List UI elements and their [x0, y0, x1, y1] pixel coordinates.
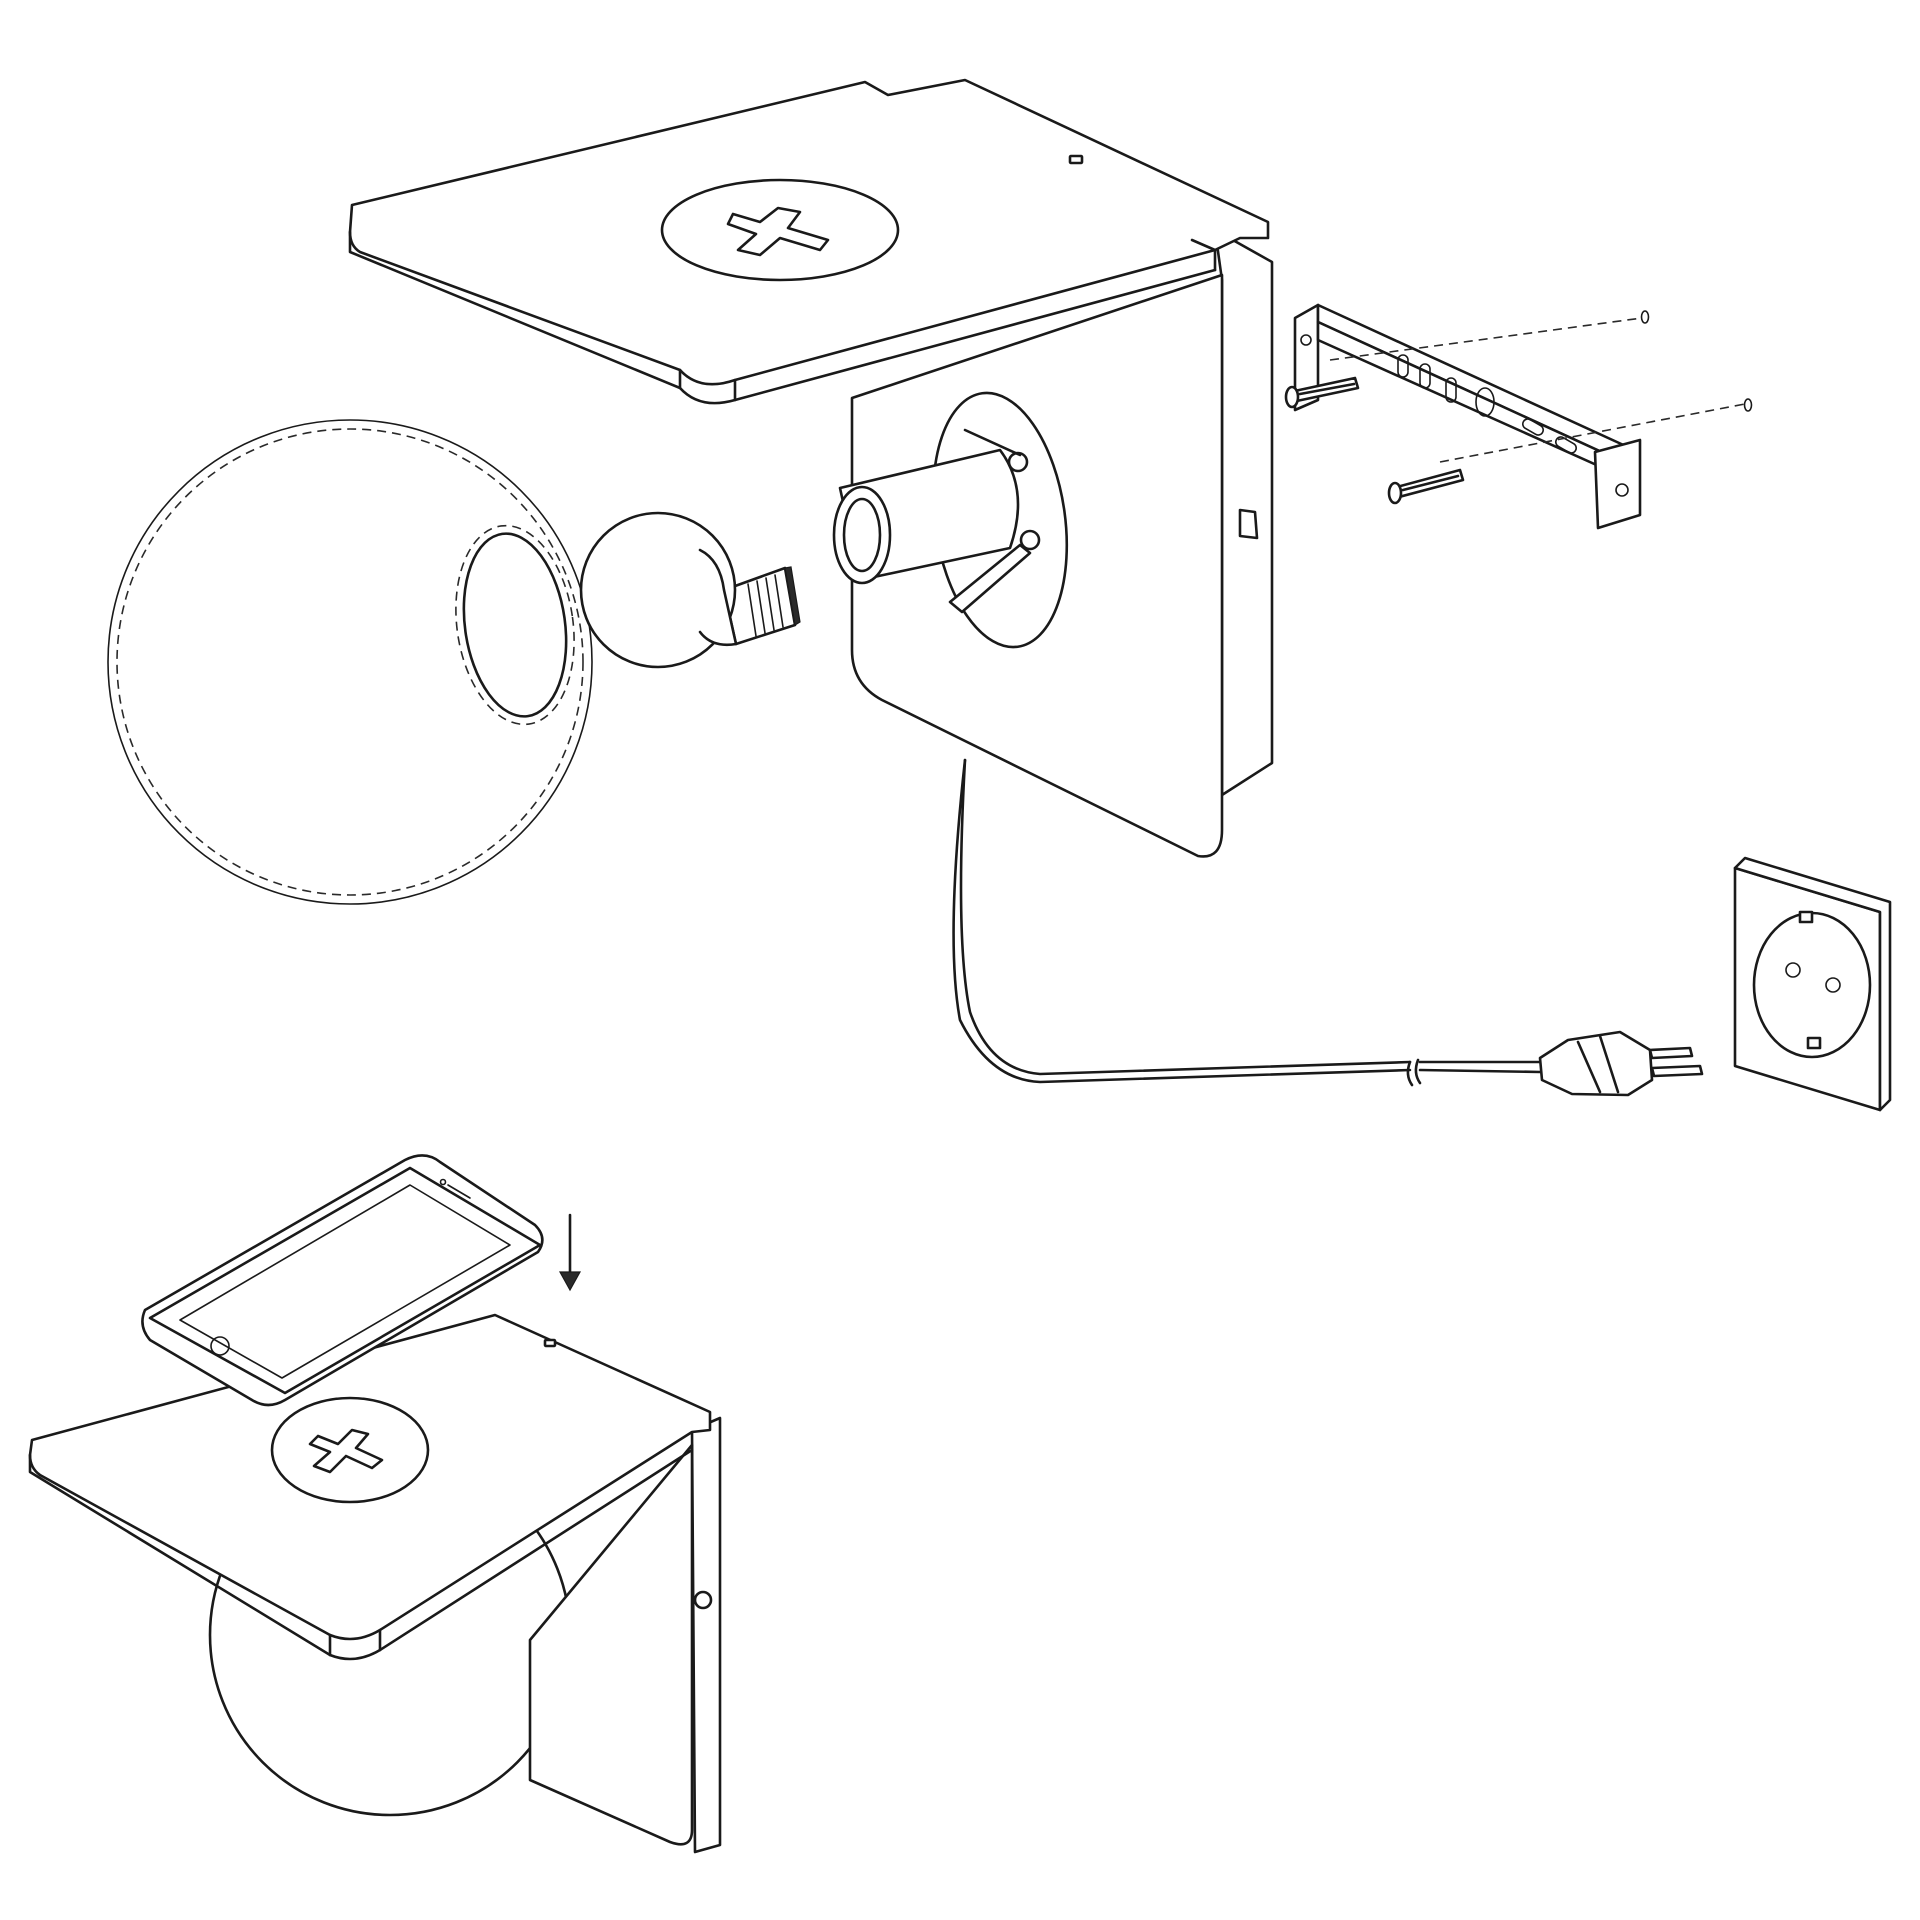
wireless-charging-pad	[660, 178, 900, 282]
glass-globe-shade	[107, 419, 593, 905]
light-bulb	[579, 511, 801, 669]
wall-outlet	[1733, 856, 1892, 1112]
wall-plugs	[1329, 310, 1753, 463]
euro-plug	[1538, 1030, 1704, 1097]
mounting-bracket	[1293, 303, 1642, 530]
wall-screws	[1284, 376, 1465, 505]
smartphone	[141, 1154, 544, 1407]
assembled-lamp	[28, 1313, 722, 1854]
led-indicator	[1068, 154, 1084, 165]
placement-arrow	[558, 1213, 582, 1292]
power-cord	[952, 758, 1542, 1087]
lamp-socket	[832, 391, 1069, 649]
